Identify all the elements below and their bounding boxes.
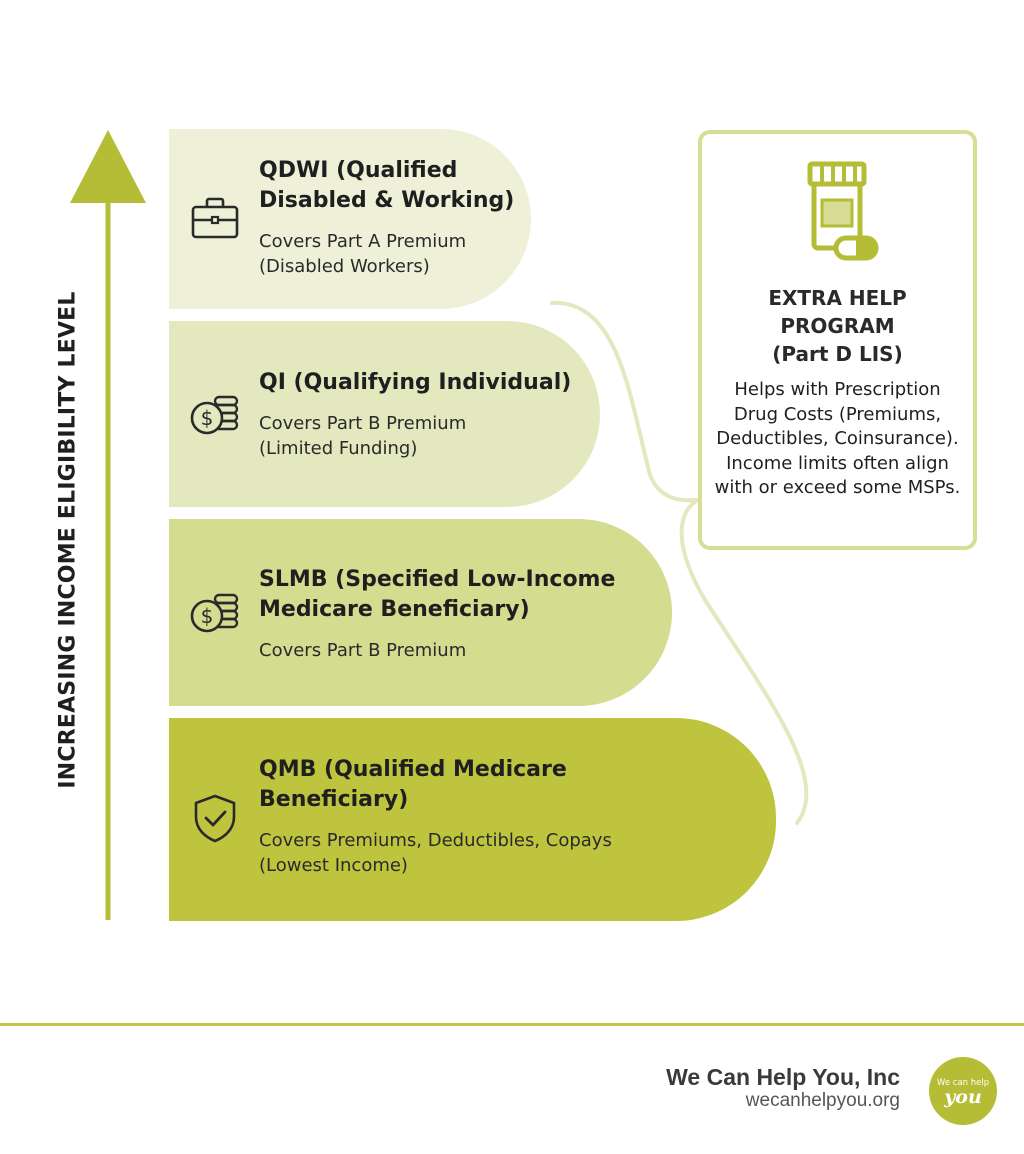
- tier-qi: $ QI (Qualifying Individual) Covers Part…: [169, 321, 600, 507]
- tier-description: Covers Premiums, Deductibles, Copays (Lo…: [259, 830, 612, 876]
- logo-icon: We can help you: [929, 1057, 997, 1125]
- svg-text:$: $: [201, 604, 214, 628]
- org-url[interactable]: wecanhelpyou.org: [745, 1090, 900, 1111]
- tier-slmb: $ SLMB (Specified Low-Income Medicare Be…: [169, 519, 672, 706]
- prescription-bottle-icon: [807, 161, 879, 261]
- logo-text-top: We can help: [937, 1078, 989, 1088]
- axis-label-text: INCREASING INCOME ELIGIBILITY LEVEL: [55, 291, 81, 789]
- tier-description: Covers Part A Premium (Disabled Workers): [259, 231, 467, 277]
- tier-title: SLMB (Specified Low-Income Medicare Bene…: [259, 567, 616, 622]
- logo-text-bottom: you: [943, 1086, 982, 1108]
- tier-title: QDWI (Qualified Disabled & Working): [259, 158, 515, 213]
- coins-icon: $: [190, 593, 239, 633]
- shield-check-icon: [194, 794, 236, 843]
- extra-help-description: Helps with Prescription Drug Costs (Prem…: [714, 379, 961, 498]
- footer-divider: [0, 1023, 1024, 1026]
- briefcase-icon: [191, 197, 239, 239]
- extra-help-box: EXTRA HELP PROGRAM (Part D LIS) Helps wi…: [698, 130, 977, 550]
- extra-help-title: EXTRA HELP PROGRAM (Part D LIS): [768, 286, 907, 366]
- tier-qmb: QMB (Qualified Medicare Beneficiary) Cov…: [169, 718, 776, 921]
- coins-icon: $: [190, 395, 239, 435]
- tier-description: Covers Part B Premium: [259, 640, 467, 661]
- tier-title: QMB (Qualified Medicare Beneficiary): [259, 757, 567, 812]
- tier-qdwi: QDWI (Qualified Disabled & Working) Cove…: [169, 129, 531, 309]
- org-name: We Can Help You, Inc: [666, 1064, 900, 1090]
- arrow-head: [70, 130, 146, 203]
- tier-description: Covers Part B Premium (Limited Funding): [259, 413, 467, 459]
- svg-text:$: $: [201, 406, 214, 430]
- tier-title: QI (Qualifying Individual): [259, 370, 572, 395]
